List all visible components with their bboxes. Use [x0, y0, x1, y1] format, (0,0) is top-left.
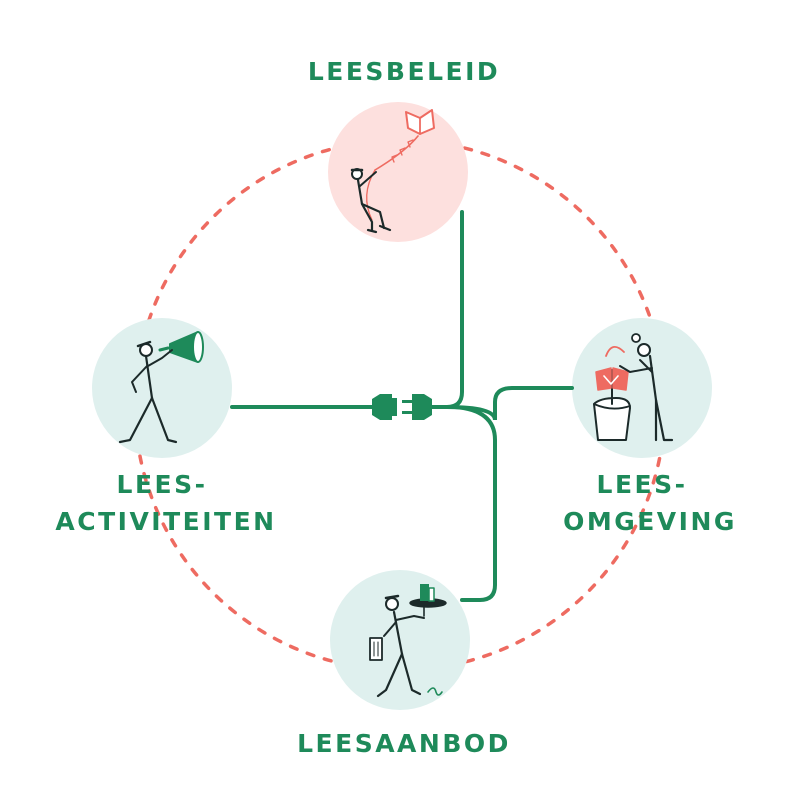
kite-book-icon: [350, 109, 435, 234]
label-leesbeleid: LEESBELEID: [308, 57, 500, 86]
connection-wires: [230, 210, 574, 602]
label-leesomgeving-line2: OMGEVING: [563, 507, 737, 536]
label-leesomgeving-line1: LEES-: [597, 470, 688, 499]
node-leesbeleid-circle: [328, 102, 468, 242]
node-leesomgeving-circle: [572, 318, 712, 458]
plug-socket-icon: [372, 394, 432, 420]
waiter-book-tray-icon: [369, 584, 447, 698]
plant-book-icon: [593, 333, 674, 442]
label-leesaanbod: LEESAANBOD: [297, 729, 511, 758]
label-leesactiviteiten-line1: LEES-: [117, 470, 208, 499]
node-leesactiviteiten-circle: [92, 318, 232, 458]
megaphone-icon: [118, 331, 204, 444]
label-leesactiviteiten-line2: ACTIVITEITEN: [55, 507, 276, 536]
